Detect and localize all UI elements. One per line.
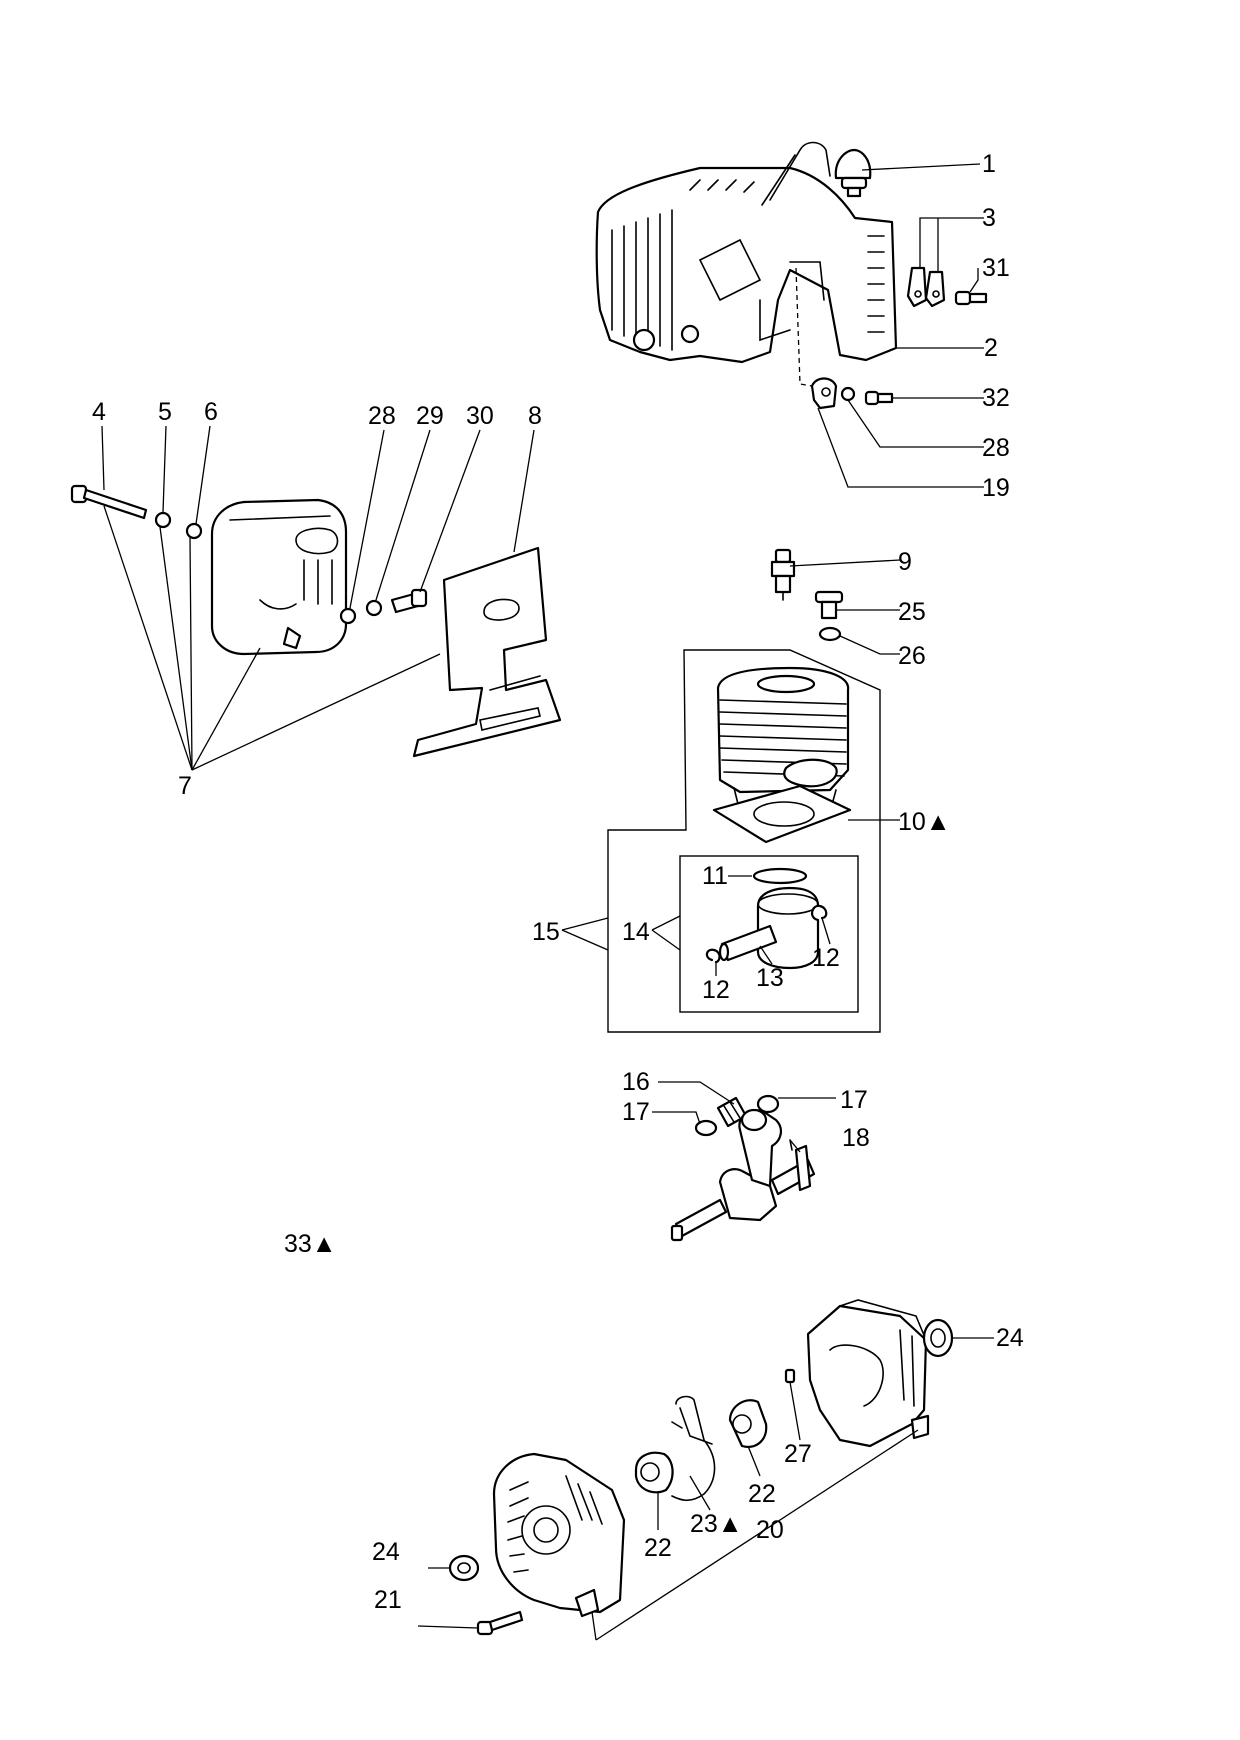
callout-3: 3 <box>982 204 996 232</box>
callout-26: 26 <box>898 642 926 670</box>
crankshaft-group <box>652 1081 836 1242</box>
cover-clips <box>906 266 946 308</box>
callout-18: 18 <box>842 1124 870 1152</box>
circlip-left <box>705 948 721 964</box>
callout-25: 25 <box>898 598 926 626</box>
callout-4: 4 <box>92 398 106 426</box>
callout-7: 7 <box>178 772 192 800</box>
cylinder <box>716 666 850 813</box>
muffler-bolt <box>70 484 148 520</box>
callout-labels: 1 2 3 31 32 28 19 4 5 6 28 29 30 8 7 9 2… <box>92 150 1024 1614</box>
piston-kit-box <box>607 649 881 1033</box>
bearing-right <box>728 1399 768 1448</box>
callout-12-left: 12 <box>702 976 730 1004</box>
callout-1: 1 <box>982 150 996 178</box>
crankcase-right <box>806 1299 930 1448</box>
screw-31 <box>954 290 988 306</box>
callout-23: 23▲ <box>690 1510 743 1538</box>
callout-16: 16 <box>622 1068 650 1096</box>
callout-10: 10▲ <box>898 808 951 836</box>
crankcase-group <box>417 1299 994 1641</box>
callout-30: 30 <box>466 402 494 430</box>
primer-bulb <box>834 148 872 198</box>
crankcase-screw <box>476 1610 524 1636</box>
callout-32: 32 <box>982 384 1010 412</box>
callout-13: 13 <box>756 964 784 992</box>
bearing-left <box>634 1451 674 1494</box>
callout-24-right: 24 <box>996 1324 1024 1352</box>
decompression-screw <box>814 590 844 642</box>
callout-31: 31 <box>982 254 1010 282</box>
crankcase-left <box>492 1452 626 1618</box>
callout-24-left: 24 <box>372 1538 400 1566</box>
spark-plug <box>770 548 796 601</box>
callout-22-right: 22 <box>748 1480 776 1508</box>
engine-cover <box>595 141 898 364</box>
callout-17-left: 17 <box>622 1098 650 1126</box>
washer-28 <box>339 607 357 625</box>
piston-pin <box>718 924 778 962</box>
callout-21: 21 <box>374 1586 402 1614</box>
callout-33: 33▲ <box>284 1230 337 1258</box>
callout-5: 5 <box>158 398 172 426</box>
callout-28-cover: 28 <box>982 434 1010 462</box>
dowel-pin <box>784 1368 796 1384</box>
callout-14: 14 <box>622 918 650 946</box>
heat-shield <box>412 546 562 758</box>
washer-6 <box>185 522 203 540</box>
muffler-group <box>70 425 562 771</box>
piston-ring <box>752 867 808 885</box>
callout-15: 15 <box>532 918 560 946</box>
cylinder-group <box>561 548 901 1033</box>
callout-2: 2 <box>984 334 998 362</box>
crank-seal-right <box>756 1094 780 1114</box>
washer-29 <box>365 599 383 617</box>
cylinder-gasket <box>712 784 852 844</box>
crankshaft <box>670 1108 816 1242</box>
callout-29: 29 <box>416 402 444 430</box>
seal-left <box>448 1554 480 1582</box>
muffler <box>210 498 348 656</box>
callout-11: 11 <box>702 862 728 890</box>
washer-5 <box>154 511 172 529</box>
callout-20: 20 <box>756 1516 784 1544</box>
muffler-screw-30 <box>390 588 428 614</box>
callout-27: 27 <box>784 1440 812 1468</box>
engine-cover-group <box>595 141 988 488</box>
callout-8: 8 <box>528 402 542 430</box>
piston <box>756 886 820 970</box>
seal-right <box>922 1318 954 1358</box>
callout-6: 6 <box>204 398 218 426</box>
callout-12-right: 12 <box>812 944 840 972</box>
callout-17-right: 17 <box>840 1086 868 1114</box>
circlip-right <box>811 904 828 922</box>
callout-9: 9 <box>898 548 912 576</box>
cover-bracket <box>810 377 894 410</box>
piston-box <box>679 855 859 1013</box>
callout-19: 19 <box>982 474 1010 502</box>
callout-28-muffler: 28 <box>368 402 396 430</box>
crankcase-gasket <box>671 1395 716 1502</box>
crank-seal-left <box>694 1119 718 1137</box>
callout-22-left: 22 <box>644 1534 672 1562</box>
